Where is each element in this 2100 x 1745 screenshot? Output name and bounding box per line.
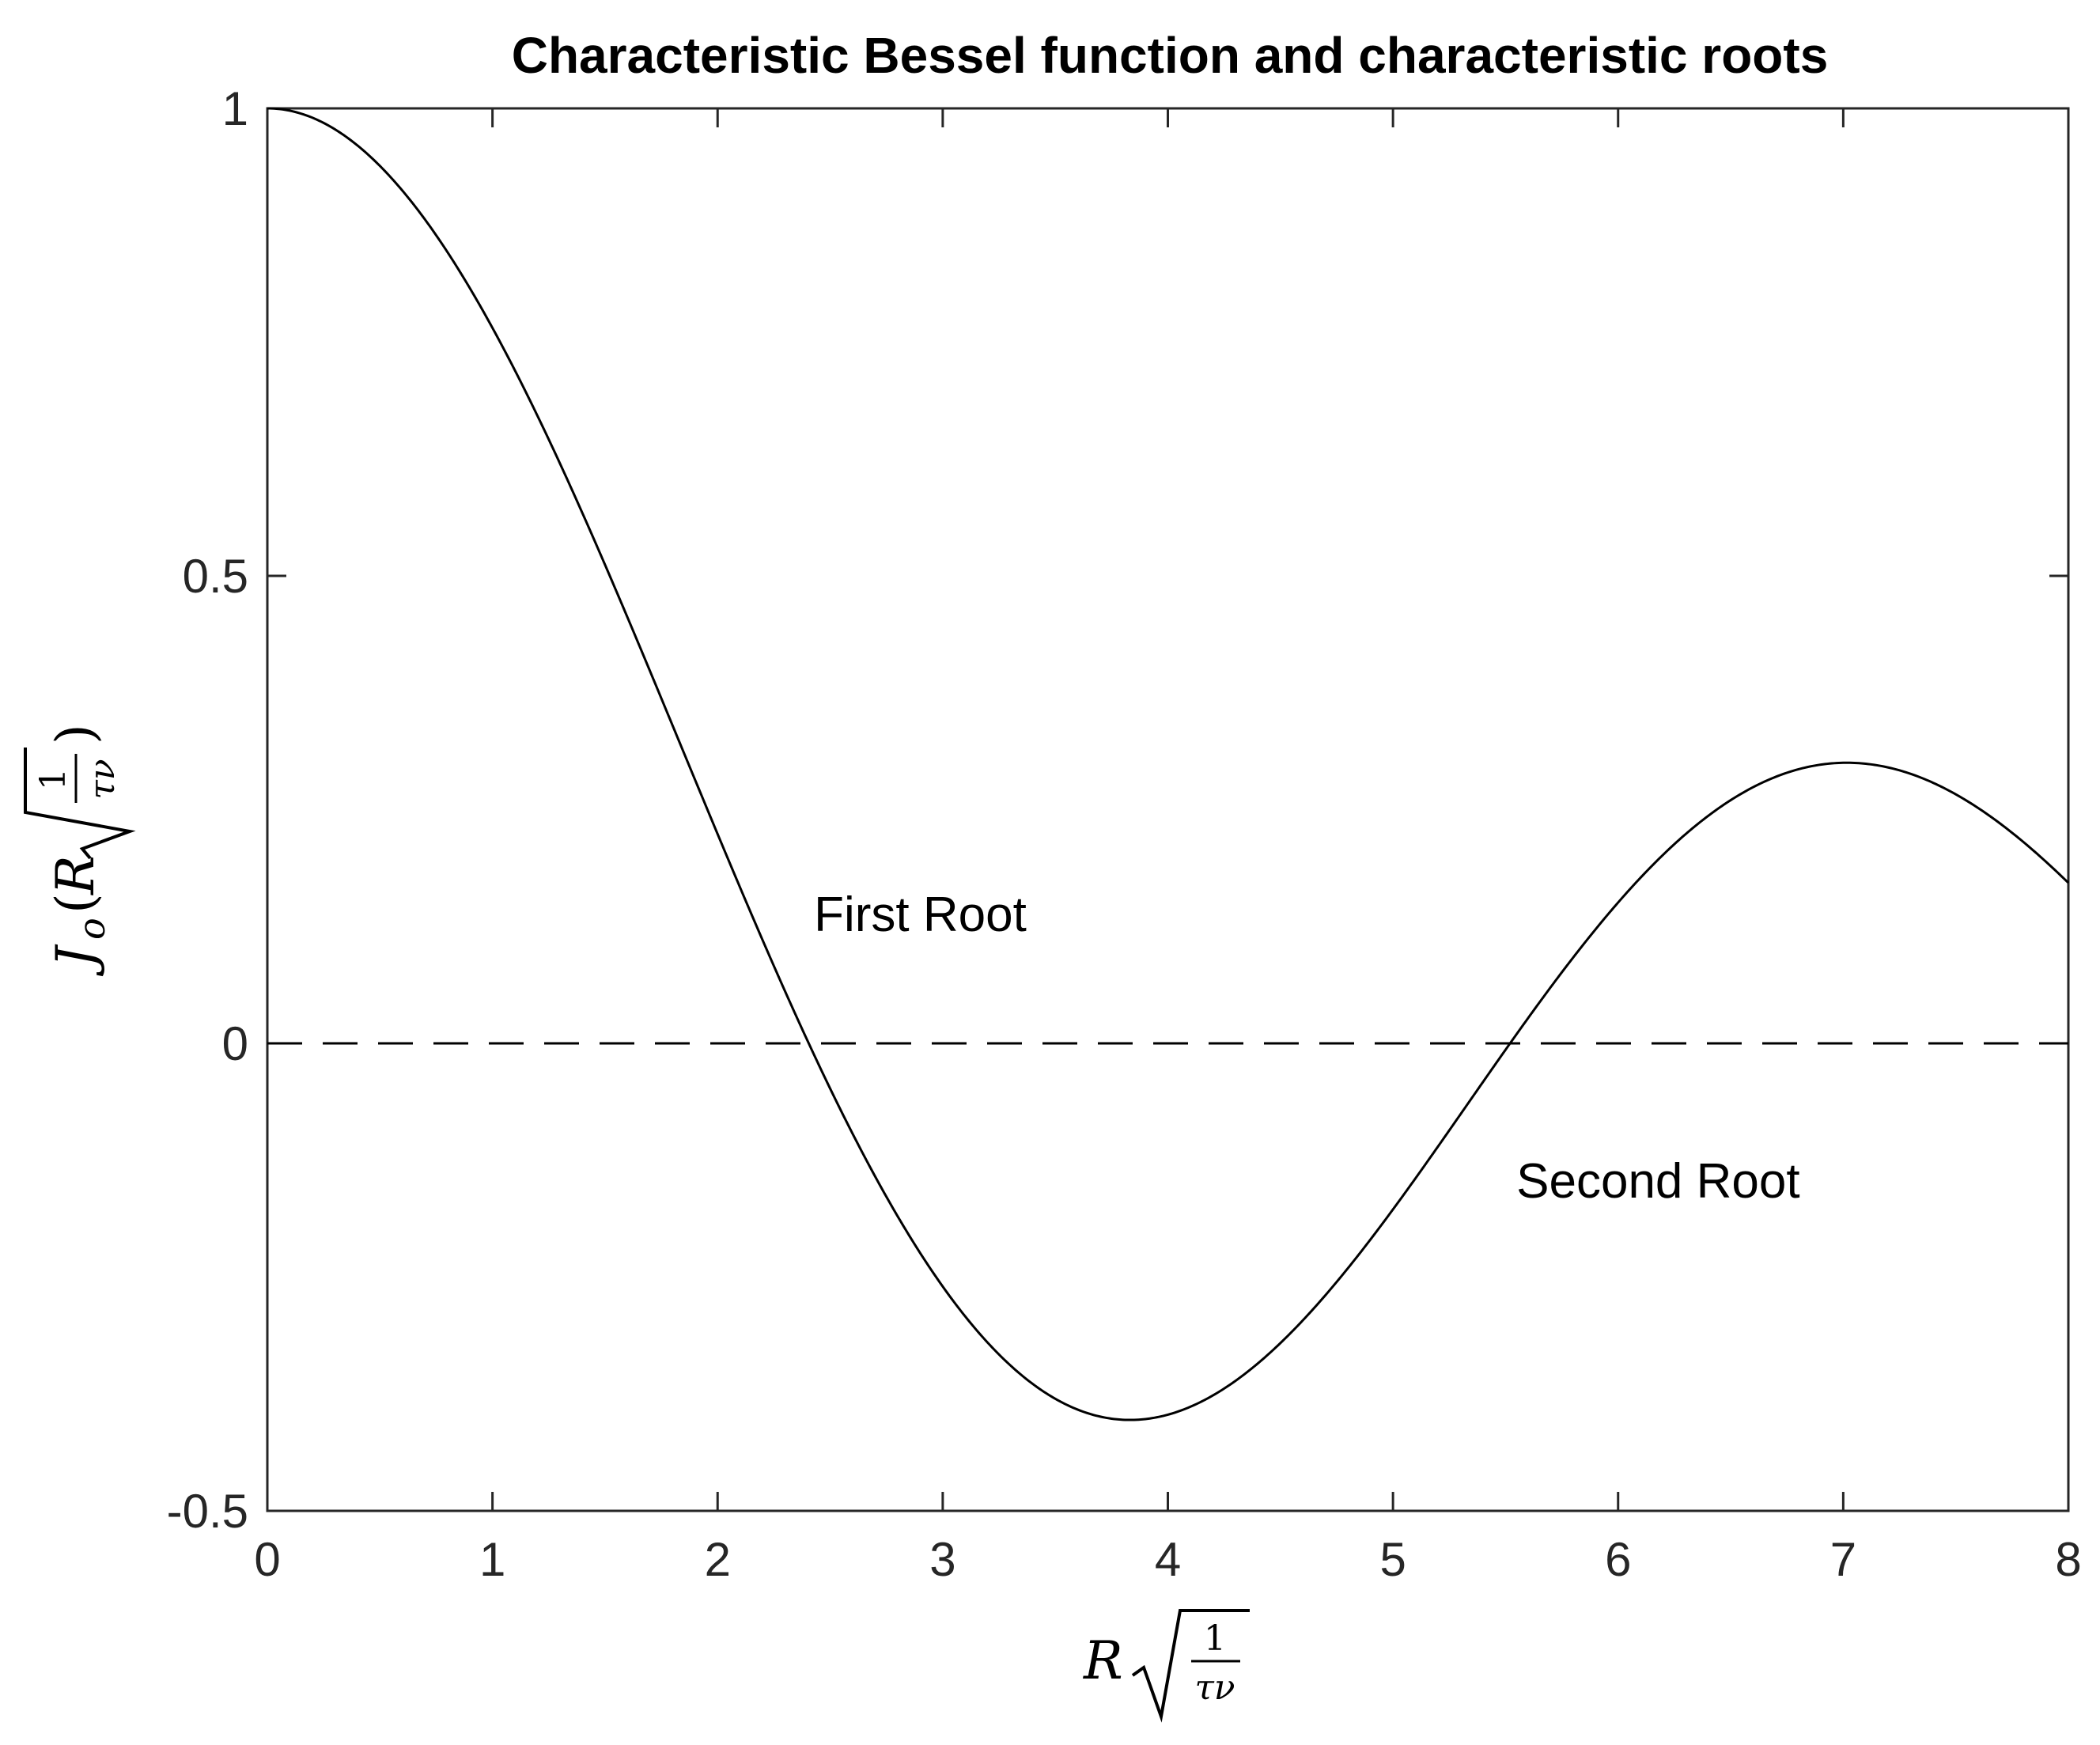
x-tick-label: 0 <box>254 1533 280 1586</box>
y-tick-label: 1 <box>222 82 248 135</box>
y-label-open-paren: ( <box>45 893 106 914</box>
x-tick-label: 3 <box>929 1533 955 1586</box>
bessel-curve-line <box>267 107 2070 1421</box>
x-axis-ticks: 0 1 2 3 4 5 6 7 8 <box>254 108 2082 1586</box>
x-tick-label: 1 <box>479 1533 505 1586</box>
x-label-frac-num: 1 <box>1204 1618 1226 1659</box>
annotation-first-root: First Root <box>814 888 1027 942</box>
y-label-radical <box>24 748 136 860</box>
x-tick-label: 4 <box>1155 1533 1181 1586</box>
x-tick-label: 2 <box>705 1533 731 1586</box>
y-label-func: J <box>45 944 106 977</box>
y-tick-label: 0 <box>222 1017 248 1070</box>
y-label-var: R <box>45 855 106 895</box>
x-axis-label: R 1 τν <box>1083 1609 1250 1723</box>
y-label-frac-num: 1 <box>33 768 74 790</box>
y-axis-ticks: -0.5 0 0.5 1 <box>167 82 2068 1538</box>
annotation-second-root: Second Root <box>1516 1154 1799 1209</box>
x-tick-label: 8 <box>2055 1533 2081 1586</box>
plot-area-box <box>266 107 2070 1512</box>
x-label-frac-den: τν <box>1194 1667 1235 1708</box>
y-label-close-paren: ) <box>45 724 106 744</box>
x-tick-label: 7 <box>1830 1533 1856 1586</box>
y-label-func-letter: J <box>45 944 106 977</box>
y-axis-label: J o ( R 1 τν ) <box>24 724 136 977</box>
x-tick-label: 6 <box>1605 1533 1631 1586</box>
y-tick-label: 0.5 <box>183 550 248 603</box>
series-layer <box>267 107 2070 1421</box>
chart-title: Characteristic Bessel function and chara… <box>512 27 1829 84</box>
y-label-frac-den: τν <box>82 759 123 799</box>
x-tick-label: 5 <box>1379 1533 1406 1586</box>
x-label-radical <box>1131 1609 1250 1723</box>
x-label-var: R <box>1083 1630 1123 1691</box>
y-label-subscript: o <box>70 918 113 940</box>
y-tick-label: -0.5 <box>167 1485 248 1538</box>
